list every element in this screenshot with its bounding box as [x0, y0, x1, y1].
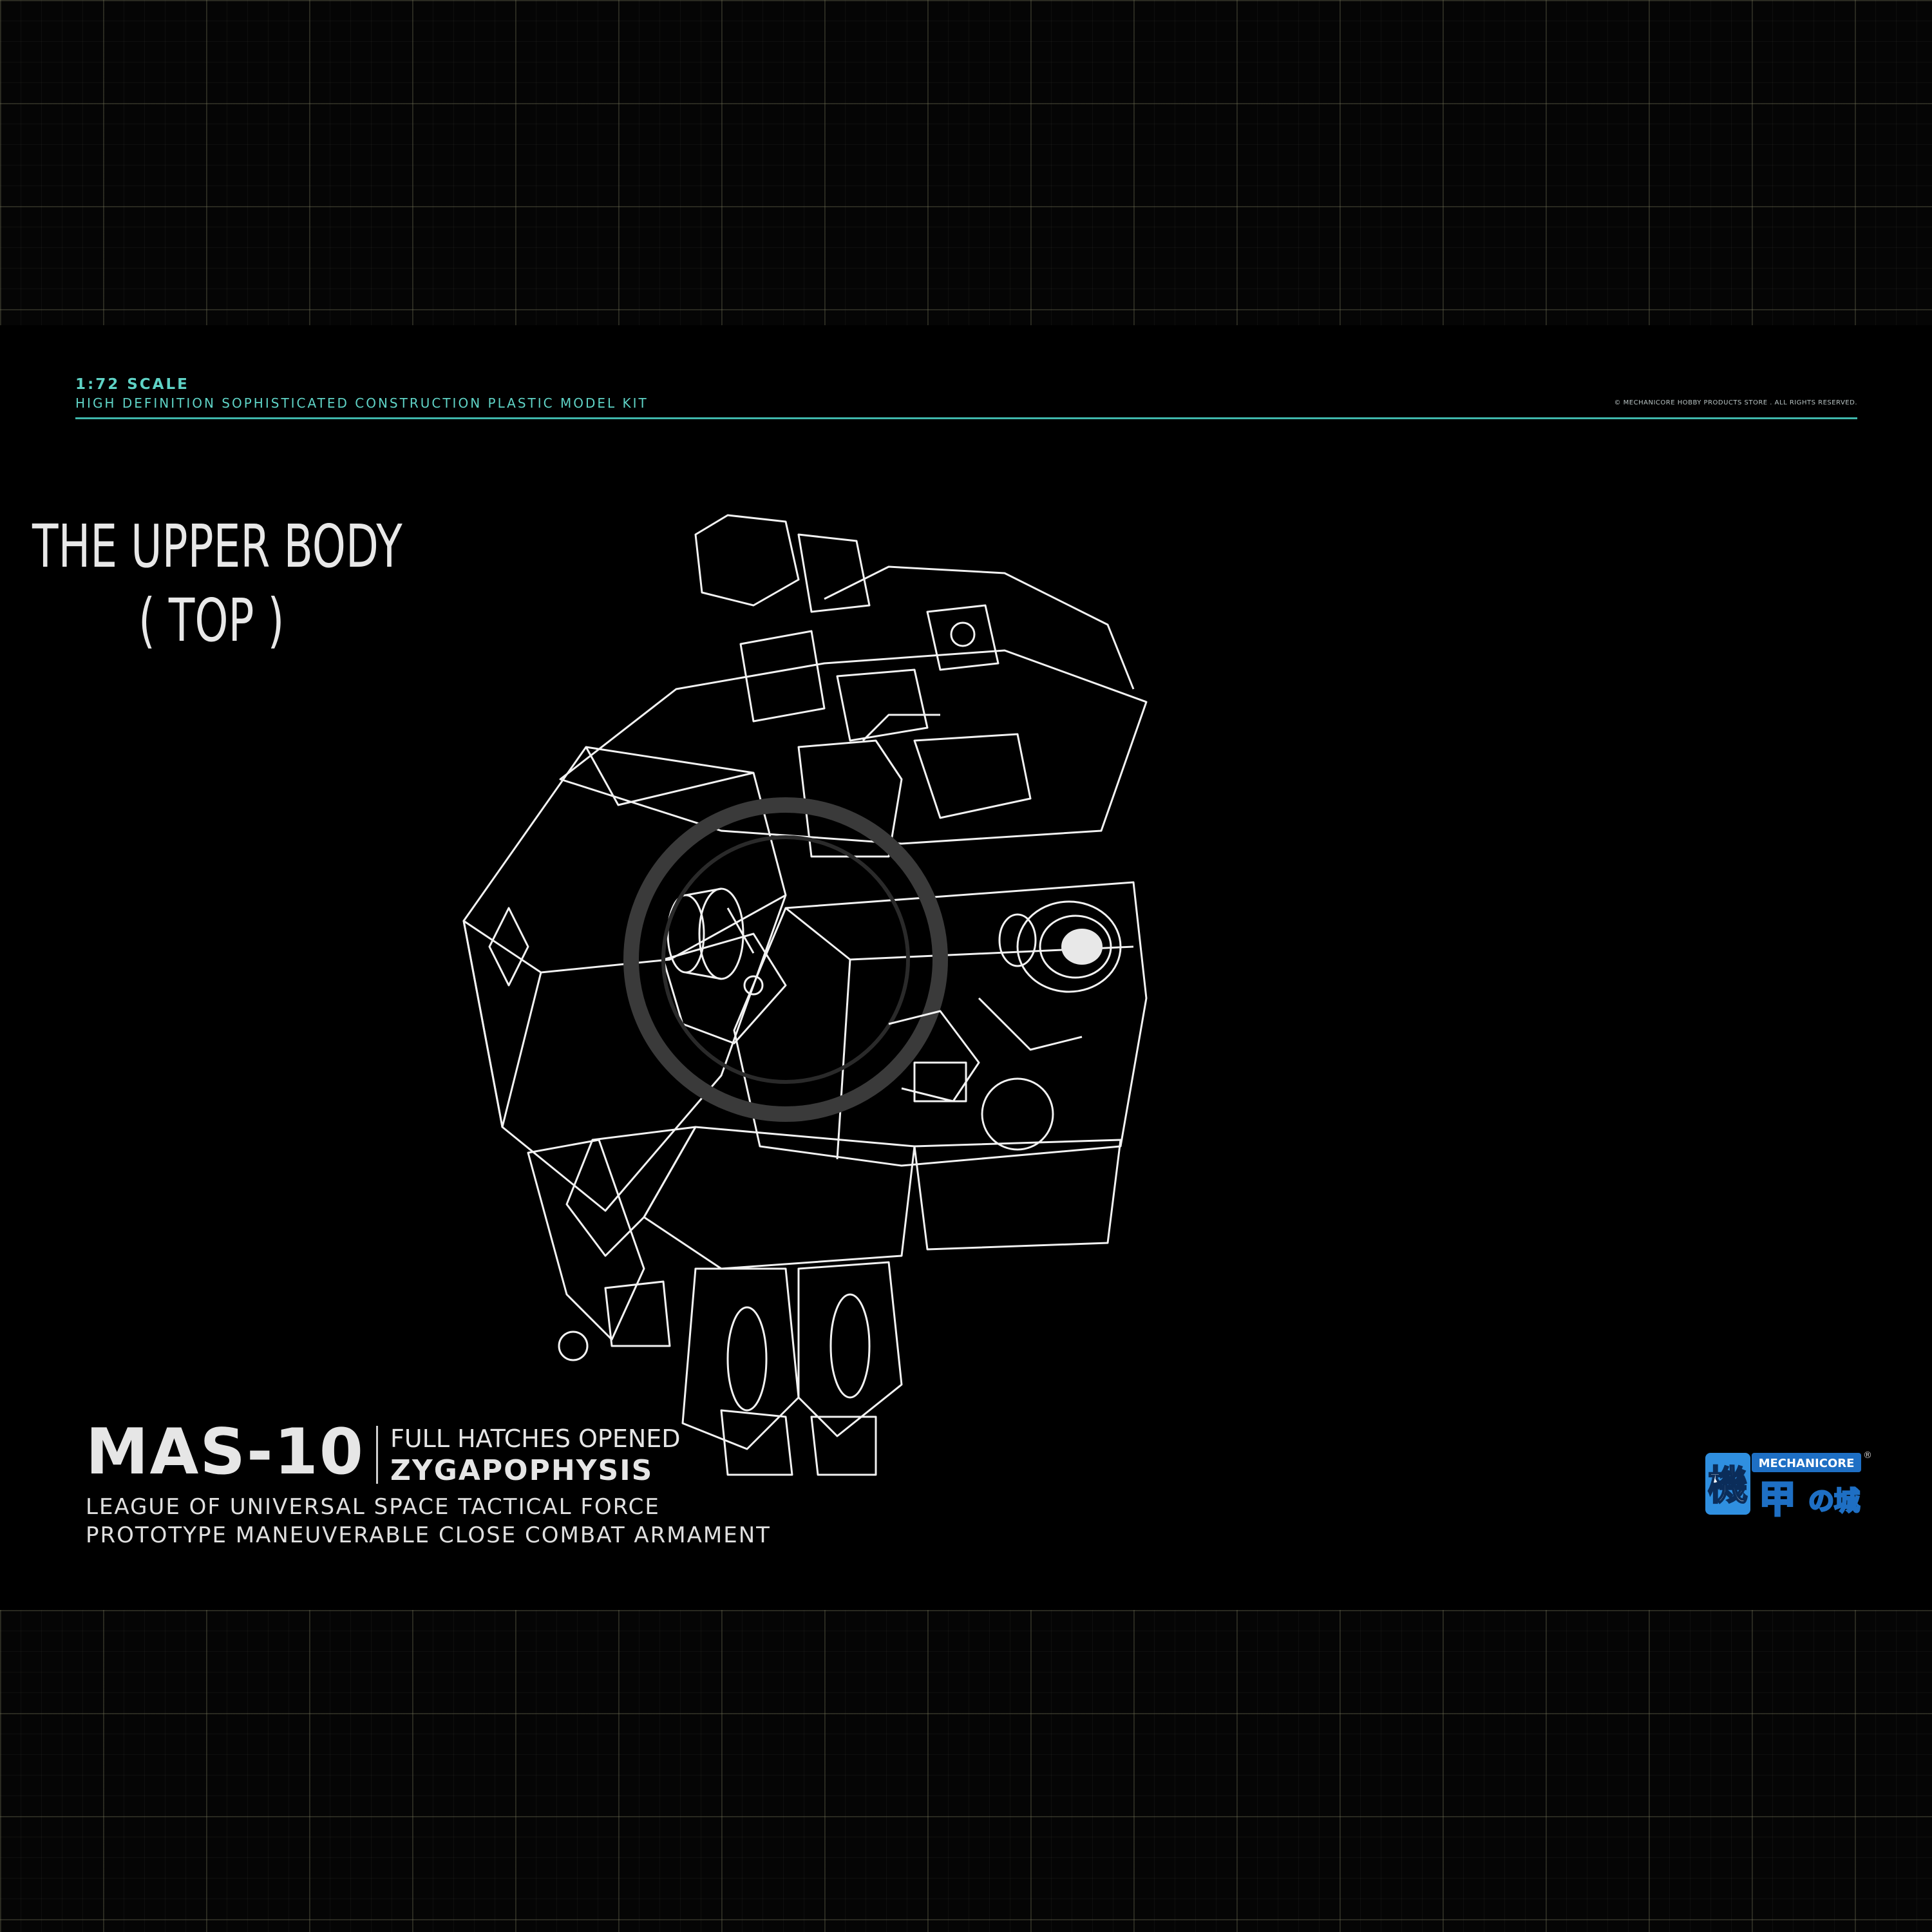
svg-text:機: 機	[1708, 1462, 1748, 1509]
model-description-line1: LEAGUE OF UNIVERSAL SPACE TACTICAL FORCE	[86, 1494, 660, 1520]
header-divider	[75, 417, 1857, 419]
model-description-line2: PROTOTYPE MANEUVERABLE CLOSE COMBAT ARMA…	[86, 1522, 771, 1548]
svg-text:MECHANICORE: MECHANICORE	[1759, 1457, 1855, 1470]
kit-subtitle: HIGH DEFINITION SOPHISTICATED CONSTRUCTI…	[75, 395, 649, 411]
robot-upper-body-illustration	[462, 514, 1148, 1476]
model-name: ZYGAPOPHYSIS	[390, 1454, 654, 1487]
copyright-notice: © MECHANICORE HOBBY PRODUCTS STORE . ALL…	[1614, 399, 1857, 406]
svg-text:の城: の城	[1808, 1486, 1860, 1516]
model-code: MAS-10	[86, 1416, 365, 1489]
svg-text:®: ®	[1863, 1450, 1872, 1461]
view-title: THE UPPER BODY	[32, 512, 402, 581]
model-divider	[376, 1426, 378, 1484]
grid-background-top	[0, 0, 1932, 325]
model-state: FULL HATCHES OPENED	[390, 1425, 681, 1453]
scale-label: 1:72 SCALE	[75, 376, 189, 393]
grid-background-bottom	[0, 1610, 1932, 1932]
main-panel	[0, 325, 1932, 1610]
svg-text:甲: 甲	[1759, 1477, 1796, 1519]
view-subtitle: ( TOP )	[138, 586, 285, 655]
brand-logo: 機 MECHANICORE 甲 の城 ®	[1705, 1450, 1872, 1519]
